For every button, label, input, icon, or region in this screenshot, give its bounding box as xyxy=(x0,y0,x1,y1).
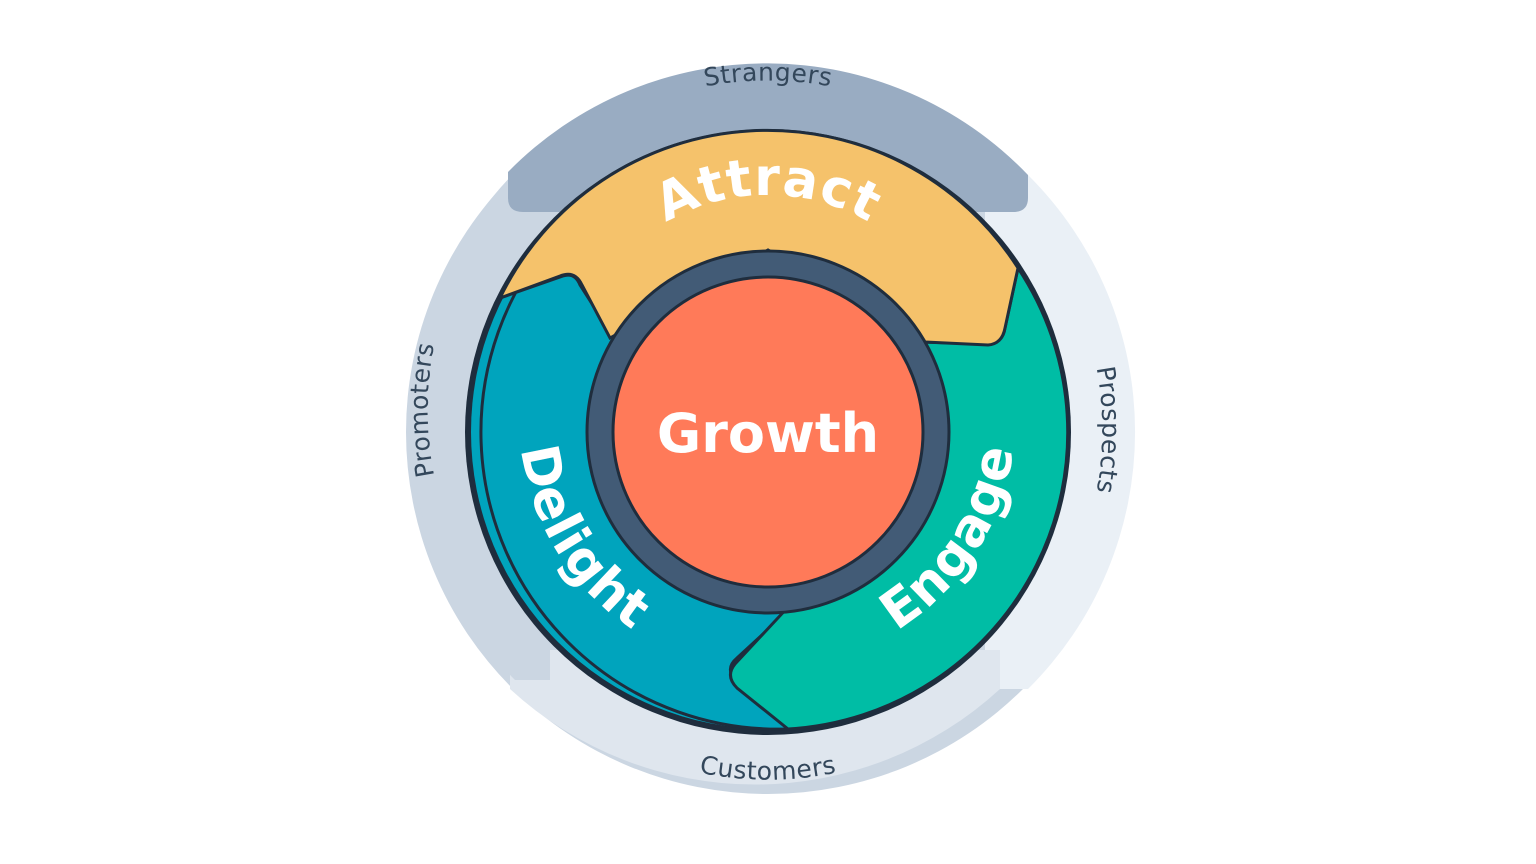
strangers-label: Strangers xyxy=(701,57,834,92)
growth-label: Growth xyxy=(657,402,879,465)
growth-core xyxy=(611,275,925,589)
attract-segment xyxy=(497,128,1020,347)
prospects-label: Prospects xyxy=(1091,364,1126,496)
